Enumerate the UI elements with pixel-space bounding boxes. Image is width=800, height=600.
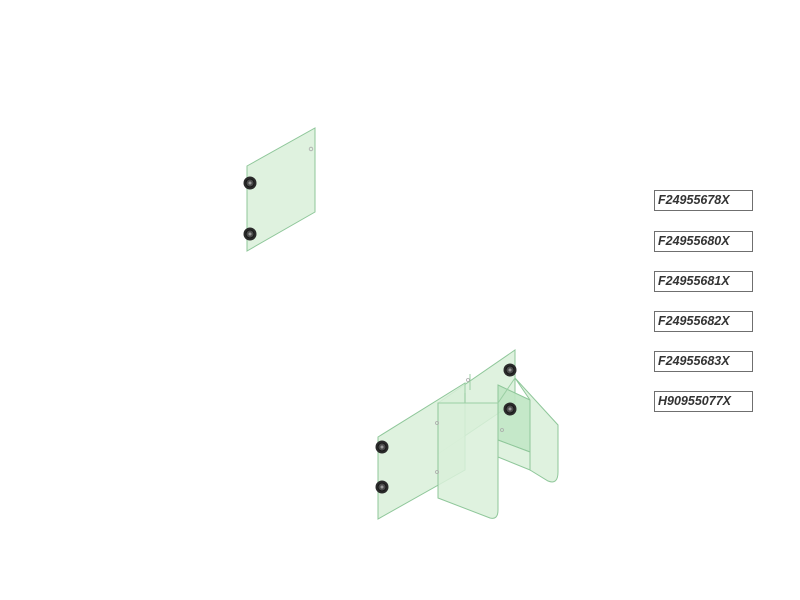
panel-pin-hole — [466, 378, 470, 382]
glass-panel-single — [246, 127, 316, 252]
single-glass-panel-assembly[interactable] — [243, 127, 316, 252]
enclosure-edge-line — [438, 377, 516, 404]
part-label-f24955682x[interactable]: F24955682X — [654, 311, 753, 332]
part-label-f24955681x[interactable]: F24955681X — [654, 271, 753, 292]
glass-panel-right-curved — [514, 377, 559, 483]
mounting-knob-icon[interactable] — [503, 402, 517, 416]
part-label-f24955683x[interactable]: F24955683X — [654, 351, 753, 372]
panel-pin-hole — [500, 428, 504, 432]
panel-pin-hole — [308, 146, 314, 152]
panel-pin-hole — [435, 421, 439, 425]
panel-pin-hole — [435, 470, 439, 474]
mounting-knob-icon[interactable] — [503, 363, 517, 377]
mounting-knob-icon[interactable] — [375, 440, 389, 454]
glass-enclosure-assembly[interactable] — [375, 349, 559, 520]
part-label-f24955680x[interactable]: F24955680X — [654, 231, 753, 252]
part-label-f24955678x[interactable]: F24955678X — [654, 190, 753, 211]
mounting-knob-icon[interactable] — [375, 480, 389, 494]
glass-panel-divider — [437, 402, 499, 519]
glass-panel-right-floor — [497, 439, 531, 471]
mounting-knob-icon[interactable] — [243, 176, 257, 190]
mounting-knob-icon[interactable] — [243, 227, 257, 241]
part-label-h90955077x[interactable]: H90955077X — [654, 391, 753, 412]
